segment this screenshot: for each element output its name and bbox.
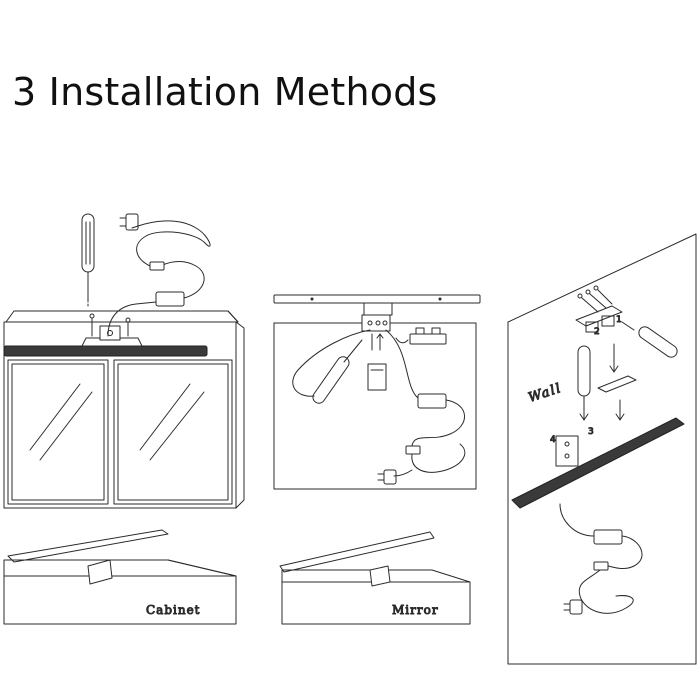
mirror-label: Mirror: [392, 603, 439, 617]
light-bar: [7, 529, 169, 563]
mirror-closeup-figure: Mirror: [279, 531, 471, 625]
inline-switch: [149, 261, 165, 271]
wall-label: Wall: [527, 381, 564, 406]
power-plug-icon: [119, 213, 139, 231]
cabinet-closeup-figure: Cabinet: [3, 529, 237, 625]
mounting-bracket: [81, 337, 143, 347]
screwdriver-icon: [81, 213, 95, 307]
wall-installation-figure: 1 2 3 4 Wall: [507, 233, 697, 665]
step-number-1: 1: [616, 315, 622, 325]
power-cable: [107, 301, 157, 337]
power-plug-icon: [377, 469, 397, 485]
cabinet-door-right: [113, 359, 233, 505]
mirror-installation-figure: [273, 294, 481, 490]
cabinet-label: Cabinet: [146, 603, 201, 617]
cabinet-front: [3, 575, 237, 625]
mounting-clamp: [87, 559, 113, 585]
light-bar: [511, 417, 685, 509]
cabinet-top: [5, 310, 239, 323]
inline-switch: [593, 561, 609, 571]
mounting-clamp: [369, 565, 391, 587]
driver-box: [417, 393, 447, 409]
cabinet-door-left: [7, 359, 109, 505]
adhesive-pad: [367, 363, 387, 391]
light-bar: [273, 294, 481, 304]
power-plug-icon: [563, 599, 583, 615]
step-number-4: 4: [550, 435, 556, 445]
cabinet-installation-figure: [3, 213, 245, 509]
wall-screws: [577, 285, 613, 313]
mirror-bracket: [395, 327, 447, 345]
page-title: 3 Installation Methods: [12, 70, 438, 114]
light-bar: [279, 531, 435, 573]
power-cable: [559, 503, 595, 537]
driver-box: [155, 291, 185, 307]
screwdriver-icon: [577, 345, 591, 421]
step-number-2: 2: [594, 327, 600, 337]
driver-box: [593, 529, 623, 545]
screwdriver-icon: [312, 339, 363, 404]
inline-switch: [405, 445, 421, 455]
mirror-front: [281, 581, 471, 625]
screwdriver-icon: [621, 321, 678, 358]
wall-bracket: [597, 375, 637, 393]
step-number-3: 3: [588, 427, 594, 437]
power-cable: [292, 329, 371, 397]
light-bar: [3, 345, 208, 357]
wall-plane: [507, 233, 697, 665]
